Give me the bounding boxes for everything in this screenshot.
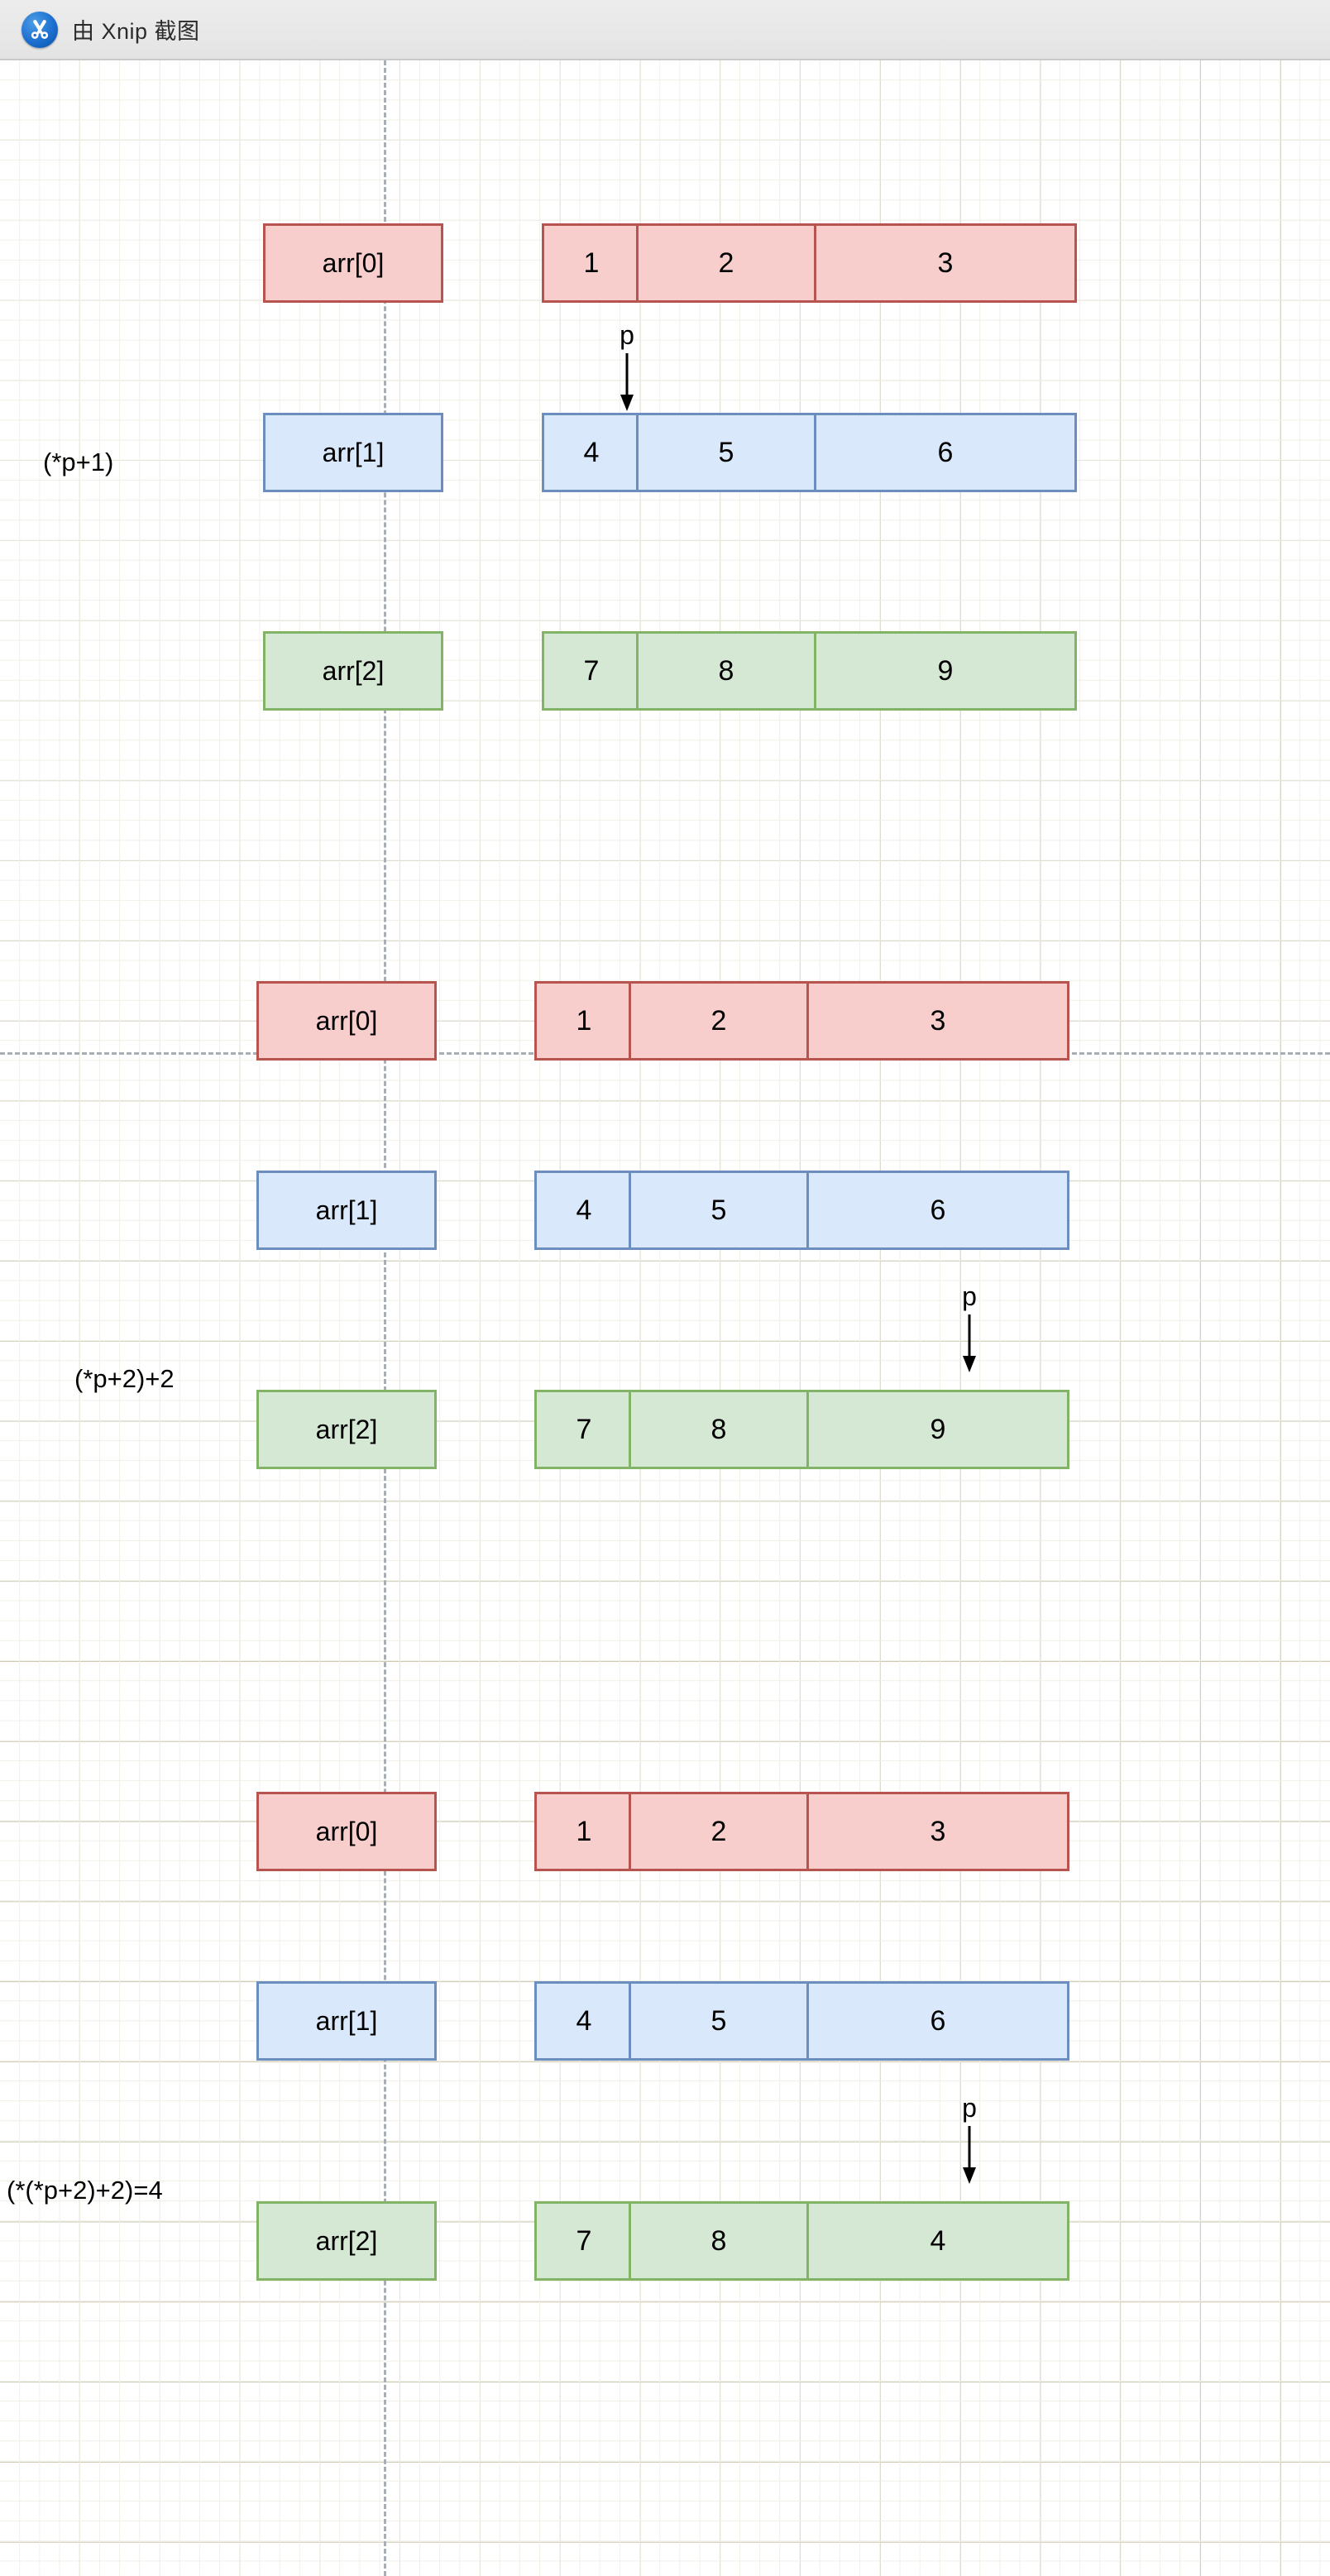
row-label-text: arr[0] bbox=[322, 247, 385, 278]
cell-value: 6 bbox=[937, 436, 954, 468]
cell-value: 1 bbox=[576, 1815, 592, 1847]
row-label-arr2-section-3: arr[2] bbox=[256, 2201, 437, 2281]
cell-value: 4 bbox=[576, 1194, 592, 1226]
pointer-label: p bbox=[620, 320, 634, 350]
row-label-text: arr[1] bbox=[315, 2005, 378, 2036]
row-label-arr1-section-3: arr[1] bbox=[256, 1981, 437, 2061]
cell-section-1-row1-col1: 5 bbox=[636, 413, 816, 492]
cell-section-2-row1-col0: 4 bbox=[534, 1171, 634, 1250]
cell-section-2-row0-col1: 2 bbox=[629, 981, 809, 1061]
cell-value: 7 bbox=[583, 654, 600, 687]
cell-section-1-row2-col0: 7 bbox=[542, 631, 641, 711]
row-label-text: arr[2] bbox=[315, 2225, 378, 2256]
cell-section-3-row1-col0: 4 bbox=[534, 1981, 634, 2061]
cell-value: 2 bbox=[710, 1815, 727, 1847]
pointer-arrow-icon bbox=[963, 2126, 976, 2184]
row-label-arr2-section-2: arr[2] bbox=[256, 1390, 437, 1469]
cell-value: 4 bbox=[583, 436, 600, 468]
cell-section-3-row1-col1: 5 bbox=[629, 1981, 809, 2061]
cell-value: 3 bbox=[930, 1815, 946, 1847]
cell-value: 5 bbox=[710, 1194, 727, 1226]
cell-value: 8 bbox=[710, 2224, 727, 2257]
cell-value: 6 bbox=[930, 2004, 946, 2037]
expression-label-section-3: (*(*p+2)+2)=4 bbox=[7, 2176, 163, 2205]
row-label-arr0-section-1: arr[0] bbox=[263, 223, 443, 303]
pointer-label: p bbox=[962, 2093, 977, 2123]
cell-value: 1 bbox=[576, 1004, 592, 1037]
row-label-text: arr[2] bbox=[322, 655, 385, 686]
pointer-arrow-icon bbox=[963, 1314, 976, 1372]
cell-value: 4 bbox=[930, 2224, 946, 2257]
cell-section-3-row0-col1: 2 bbox=[629, 1792, 809, 1871]
cell-value: 5 bbox=[710, 2004, 727, 2037]
row-label-text: arr[1] bbox=[315, 1195, 378, 1225]
cell-section-1-row0-col1: 2 bbox=[636, 223, 816, 303]
row-label-text: arr[1] bbox=[322, 437, 385, 467]
cell-section-2-row1-col1: 5 bbox=[629, 1171, 809, 1250]
cell-section-2-row2-col2: 9 bbox=[806, 1390, 1069, 1469]
cell-section-3-row1-col2: 6 bbox=[806, 1981, 1069, 2061]
cell-value: 9 bbox=[930, 1413, 946, 1445]
pointer-arrow-icon bbox=[620, 353, 634, 411]
cell-value: 2 bbox=[718, 247, 734, 279]
expression-label-section-2: (*p+2)+2 bbox=[74, 1364, 175, 1393]
diagram-canvas: (*p+1) p arr[0] 1 2 3 arr[1] 4 bbox=[0, 60, 1330, 2576]
cell-section-3-row0-col0: 1 bbox=[534, 1792, 634, 1871]
titlebar-app-label: 由 Xnip 截图 bbox=[72, 19, 200, 44]
title-bar: 由 Xnip 截图 bbox=[0, 0, 1330, 60]
pointer-annotation-section-3: p bbox=[945, 2095, 994, 2186]
cell-value: 3 bbox=[930, 1004, 946, 1037]
cell-section-1-row1-col0: 4 bbox=[542, 413, 641, 492]
xnip-logo-icon bbox=[22, 11, 58, 48]
cell-section-3-row2-col0: 7 bbox=[534, 2201, 634, 2281]
row-label-arr0-section-3: arr[0] bbox=[256, 1792, 437, 1871]
cell-section-3-row0-col2: 3 bbox=[806, 1792, 1069, 1871]
row-label-arr1-section-2: arr[1] bbox=[256, 1171, 437, 1250]
cell-value: 7 bbox=[576, 1413, 592, 1445]
cell-section-1-row2-col1: 8 bbox=[636, 631, 816, 711]
row-label-arr2-section-1: arr[2] bbox=[263, 631, 443, 711]
cell-section-2-row0-col2: 3 bbox=[806, 981, 1069, 1061]
pointer-annotation-section-2: p bbox=[945, 1283, 994, 1374]
row-label-arr0-section-2: arr[0] bbox=[256, 981, 437, 1061]
page-guide-vertical bbox=[384, 60, 386, 2576]
cell-section-2-row2-col1: 8 bbox=[629, 1390, 809, 1469]
cell-value: 3 bbox=[937, 247, 954, 279]
cell-value: 5 bbox=[718, 436, 734, 468]
cell-section-2-row2-col0: 7 bbox=[534, 1390, 634, 1469]
cell-section-1-row0-col2: 3 bbox=[814, 223, 1077, 303]
cell-section-2-row1-col2: 6 bbox=[806, 1171, 1069, 1250]
cell-section-3-row2-col1: 8 bbox=[629, 2201, 809, 2281]
cell-section-3-row2-col2: 4 bbox=[806, 2201, 1069, 2281]
cell-value: 9 bbox=[937, 654, 954, 687]
expression-label-section-1: (*p+1) bbox=[43, 448, 114, 476]
cell-section-2-row0-col0: 1 bbox=[534, 981, 634, 1061]
cell-value: 1 bbox=[583, 247, 600, 279]
cell-value: 8 bbox=[718, 654, 734, 687]
cell-value: 7 bbox=[576, 2224, 592, 2257]
cell-section-1-row1-col2: 6 bbox=[814, 413, 1077, 492]
pointer-annotation-section-1: p bbox=[602, 322, 652, 413]
cell-value: 6 bbox=[930, 1194, 946, 1226]
pointer-label: p bbox=[962, 1281, 977, 1311]
row-label-text: arr[0] bbox=[315, 1816, 378, 1846]
cell-value: 2 bbox=[710, 1004, 727, 1037]
cell-value: 8 bbox=[710, 1413, 727, 1445]
cell-section-1-row0-col0: 1 bbox=[542, 223, 641, 303]
cell-value: 4 bbox=[576, 2004, 592, 2037]
cell-section-1-row2-col2: 9 bbox=[814, 631, 1077, 711]
row-label-text: arr[2] bbox=[315, 1414, 378, 1444]
row-label-text: arr[0] bbox=[315, 1005, 378, 1036]
row-label-arr1-section-1: arr[1] bbox=[263, 413, 443, 492]
